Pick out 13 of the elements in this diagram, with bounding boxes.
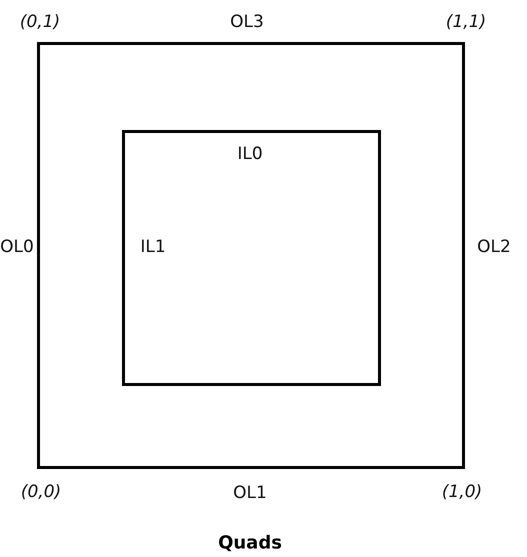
side-name: OL3	[230, 12, 264, 32]
corner-coordinate: (1,0)	[442, 482, 482, 502]
square-outline	[122, 130, 381, 386]
corner-coordinate: (1,1)	[446, 12, 486, 32]
side-name: IL0	[237, 144, 263, 164]
corner-coordinate: (0,0)	[20, 482, 62, 502]
side-name: OL1	[233, 483, 267, 503]
square-outline	[37, 42, 465, 469]
corner-coordinate: (0,1)	[20, 12, 60, 32]
side-name: IL1	[140, 237, 166, 257]
side-name: OL2	[477, 237, 511, 257]
side-name: OL0	[0, 237, 34, 257]
caption: Quads	[218, 532, 282, 554]
